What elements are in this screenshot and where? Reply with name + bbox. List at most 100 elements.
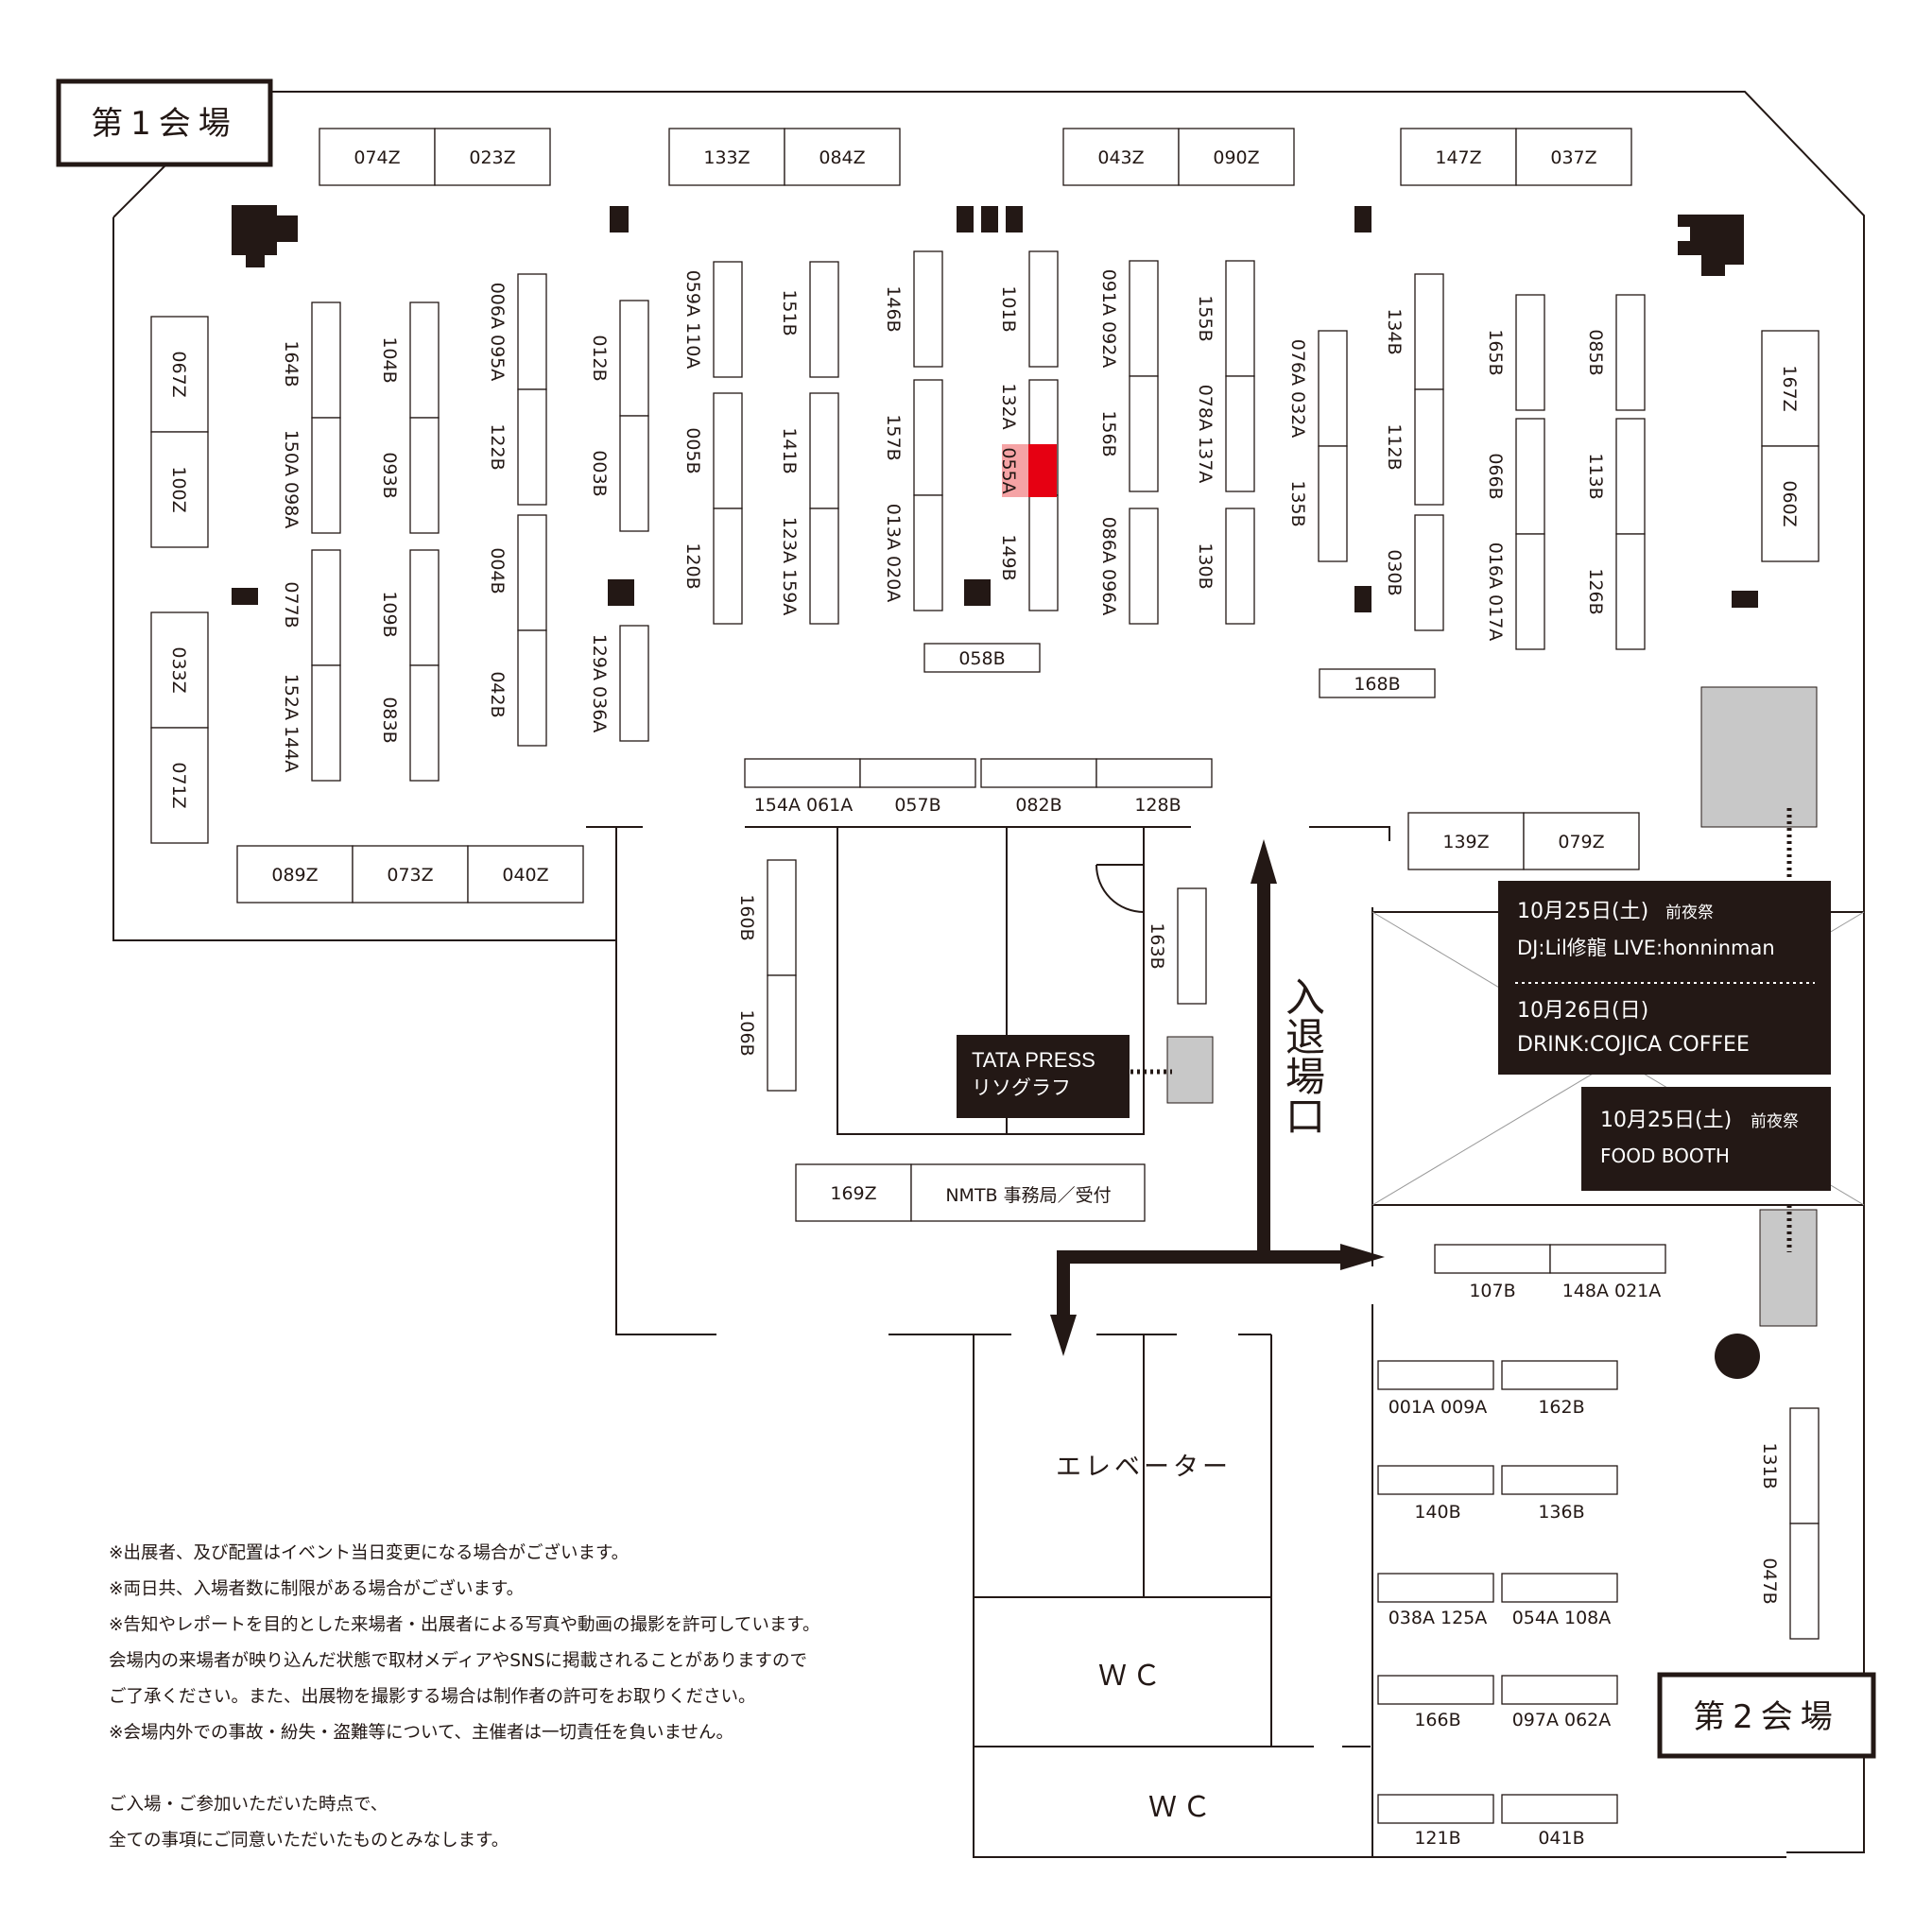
booth-055A-highlight bbox=[1028, 444, 1057, 497]
booth-042B: 042B bbox=[487, 671, 508, 717]
booth-101B: 101B bbox=[998, 285, 1019, 332]
day1-tag: 前夜祭 bbox=[1665, 904, 1714, 922]
booth-141B: 141B bbox=[779, 427, 800, 473]
day1-date: 10月25日(土) bbox=[1517, 900, 1648, 923]
booth-136B: 136B bbox=[1538, 1502, 1584, 1523]
booth-120B: 120B bbox=[682, 542, 703, 589]
booth-055A: 055A bbox=[998, 447, 1019, 493]
booth-016A-017A: 016A 017A bbox=[1485, 542, 1506, 642]
booth-109B: 109B bbox=[379, 591, 400, 637]
booth-128B: 128B bbox=[1134, 795, 1181, 816]
booth-165B: 165B bbox=[1485, 329, 1506, 375]
booth-157B: 157B bbox=[883, 414, 904, 460]
notice-line: ご了承ください。また、出展物を撮影する場合は制作者の許可をお取りください。 bbox=[109, 1687, 756, 1707]
booth-160B: 160B bbox=[736, 894, 757, 940]
event-boxes bbox=[957, 881, 1831, 1191]
food-date: 10月25日(土) bbox=[1600, 1109, 1732, 1132]
booth-083B: 083B bbox=[379, 697, 400, 743]
notice-text: ※出展者、及び配置はイベント当日変更になる場合がございます。 ※両日共、入場者数… bbox=[109, 1536, 959, 1859]
entrance-arrows bbox=[1050, 839, 1385, 1356]
booth-076A-032A: 076A 032A bbox=[1287, 339, 1308, 439]
booth-055A-label-tint bbox=[1002, 444, 1028, 497]
tata-press-title: TATA PRESS bbox=[972, 1048, 1095, 1072]
booth-139Z: 139Z bbox=[1442, 832, 1489, 852]
food-tag: 前夜祭 bbox=[1751, 1112, 1799, 1131]
booth-067Z: 067Z bbox=[168, 351, 189, 397]
booth-012B: 012B bbox=[589, 335, 610, 381]
booth-134B: 134B bbox=[1384, 308, 1405, 354]
booth-006A-095A: 006A 095A bbox=[487, 283, 508, 382]
booth-084Z: 084Z bbox=[819, 147, 865, 168]
booth-085B: 085B bbox=[1585, 329, 1606, 375]
booth-112B: 112B bbox=[1384, 423, 1405, 470]
wc-label-2: ＷＣ bbox=[1148, 1791, 1216, 1824]
booth-123A-159A: 123A 159A bbox=[779, 517, 800, 616]
booth-146B: 146B bbox=[883, 285, 904, 332]
booth-133Z: 133Z bbox=[703, 147, 750, 168]
entrance-label: 入退場口 bbox=[1280, 976, 1326, 1135]
booth-057B: 057B bbox=[894, 795, 940, 816]
food-booth-label: FOOD BOOTH bbox=[1600, 1145, 1730, 1167]
booth-030B: 030B bbox=[1384, 549, 1405, 595]
day1-lineup: DJ:Lil修龍 LIVE:honninman bbox=[1517, 937, 1775, 959]
booths bbox=[150, 128, 1820, 1824]
booth-033Z: 033Z bbox=[168, 646, 189, 693]
booth-122B: 122B bbox=[487, 423, 508, 470]
booth-059A-110A: 059A 110A bbox=[682, 270, 703, 370]
booth-082B: 082B bbox=[1015, 795, 1061, 816]
booth-156B: 156B bbox=[1098, 410, 1119, 456]
booth-041B: 041B bbox=[1538, 1828, 1584, 1849]
notice-line: ※出展者、及び配置はイベント当日変更になる場合がございます。 bbox=[109, 1543, 630, 1563]
booth-005B: 005B bbox=[682, 427, 703, 473]
booth-060Z: 060Z bbox=[1779, 480, 1800, 526]
booth-001A-009A: 001A 009A bbox=[1389, 1397, 1488, 1418]
booth-058B: 058B bbox=[958, 648, 1005, 669]
booth-121B: 121B bbox=[1414, 1828, 1460, 1849]
hall1-title-frame bbox=[56, 78, 273, 167]
booth-100Z: 100Z bbox=[168, 466, 189, 512]
day2-lineup: DRINK:COJICA COFFEE bbox=[1517, 1033, 1750, 1057]
notice-line: ※告知やレポートを目的とした来場者・出展者による写真や動画の撮影を許可しています… bbox=[109, 1615, 820, 1635]
booth-078A-137A: 078A 137A bbox=[1195, 385, 1216, 484]
booth-079Z: 079Z bbox=[1558, 832, 1604, 852]
booth-129A-036A: 129A 036A bbox=[589, 634, 610, 733]
booth-148A-021A: 148A 021A bbox=[1562, 1281, 1662, 1301]
day2-date: 10月26日(日) bbox=[1517, 999, 1648, 1023]
booth-104B: 104B bbox=[379, 336, 400, 383]
booth-071Z: 071Z bbox=[168, 762, 189, 808]
booth-023Z: 023Z bbox=[469, 147, 515, 168]
booth-132A: 132A bbox=[998, 383, 1019, 429]
booth-004B: 004B bbox=[487, 547, 508, 594]
dotted-connectors bbox=[1130, 808, 1792, 1252]
booth-013A-020A: 013A 020A bbox=[883, 504, 904, 603]
booth-126B: 126B bbox=[1585, 568, 1606, 614]
booth-089Z: 089Z bbox=[271, 865, 318, 886]
wc-label-1: ＷＣ bbox=[1098, 1660, 1166, 1693]
office-reception: NMTB 事務局／受付 bbox=[945, 1185, 1111, 1206]
booth-086A-096A: 086A 096A bbox=[1098, 517, 1119, 616]
booth-066B: 066B bbox=[1485, 453, 1506, 499]
booth-054A-108A: 054A 108A bbox=[1512, 1608, 1612, 1628]
booth-166B: 166B bbox=[1414, 1710, 1460, 1730]
booth-047B: 047B bbox=[1759, 1558, 1780, 1604]
notice-line: ※会場内外での事故・紛失・盗難等について、主催者は一切責任を負いません。 bbox=[109, 1723, 733, 1743]
booth-040Z: 040Z bbox=[502, 865, 548, 886]
booth-113B: 113B bbox=[1585, 453, 1606, 499]
booth-131B: 131B bbox=[1759, 1442, 1780, 1489]
booth-169Z: 169Z bbox=[830, 1183, 876, 1204]
booth-140B: 140B bbox=[1414, 1502, 1460, 1523]
booth-090Z: 090Z bbox=[1213, 147, 1259, 168]
grey-panels bbox=[1166, 686, 1818, 1327]
booth-164B: 164B bbox=[281, 340, 302, 387]
notice-line: ※両日共、入場者数に制限がある場合がございます。 bbox=[109, 1579, 525, 1599]
booth-097A-062A: 097A 062A bbox=[1512, 1710, 1612, 1730]
booth-037Z: 037Z bbox=[1550, 147, 1596, 168]
booth-073Z: 073Z bbox=[387, 865, 433, 886]
hall2-title-frame bbox=[1657, 1672, 1876, 1759]
notice-line: 全ての事項にご同意いただいたものとみなします。 bbox=[109, 1831, 509, 1851]
notice-line: ご入場・ご参加いただいた時点で、 bbox=[109, 1795, 388, 1815]
booth-151B: 151B bbox=[779, 289, 800, 336]
booth-168B: 168B bbox=[1354, 674, 1400, 695]
booth-155B: 155B bbox=[1195, 295, 1216, 341]
booth-150A-098A: 150A 098A bbox=[281, 430, 302, 529]
